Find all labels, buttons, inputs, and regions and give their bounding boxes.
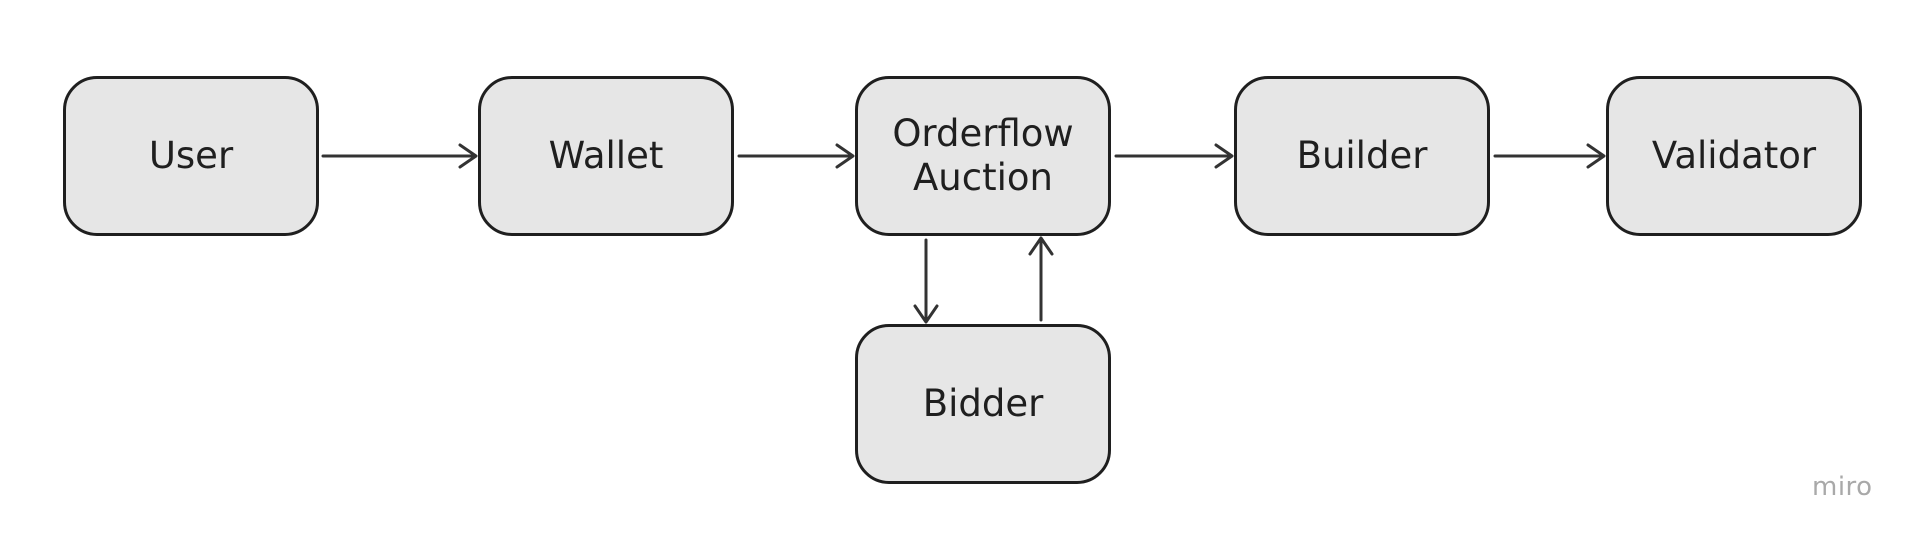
edge-ofa-to-bidder <box>913 238 939 324</box>
node-user: User <box>63 76 319 236</box>
edge-ofa-to-builder <box>1114 143 1234 169</box>
node-bidder: Bidder <box>855 324 1111 484</box>
edge-bidder-to-ofa <box>1028 236 1054 322</box>
miro-watermark: miro <box>1812 472 1873 502</box>
node-orderflow-auction: Orderflow Auction <box>855 76 1111 236</box>
edge-builder-to-validator <box>1493 143 1606 169</box>
node-wallet: Wallet <box>478 76 734 236</box>
node-validator: Validator <box>1606 76 1862 236</box>
edge-wallet-to-ofa <box>737 143 855 169</box>
edge-user-to-wallet <box>321 143 478 169</box>
node-builder: Builder <box>1234 76 1490 236</box>
